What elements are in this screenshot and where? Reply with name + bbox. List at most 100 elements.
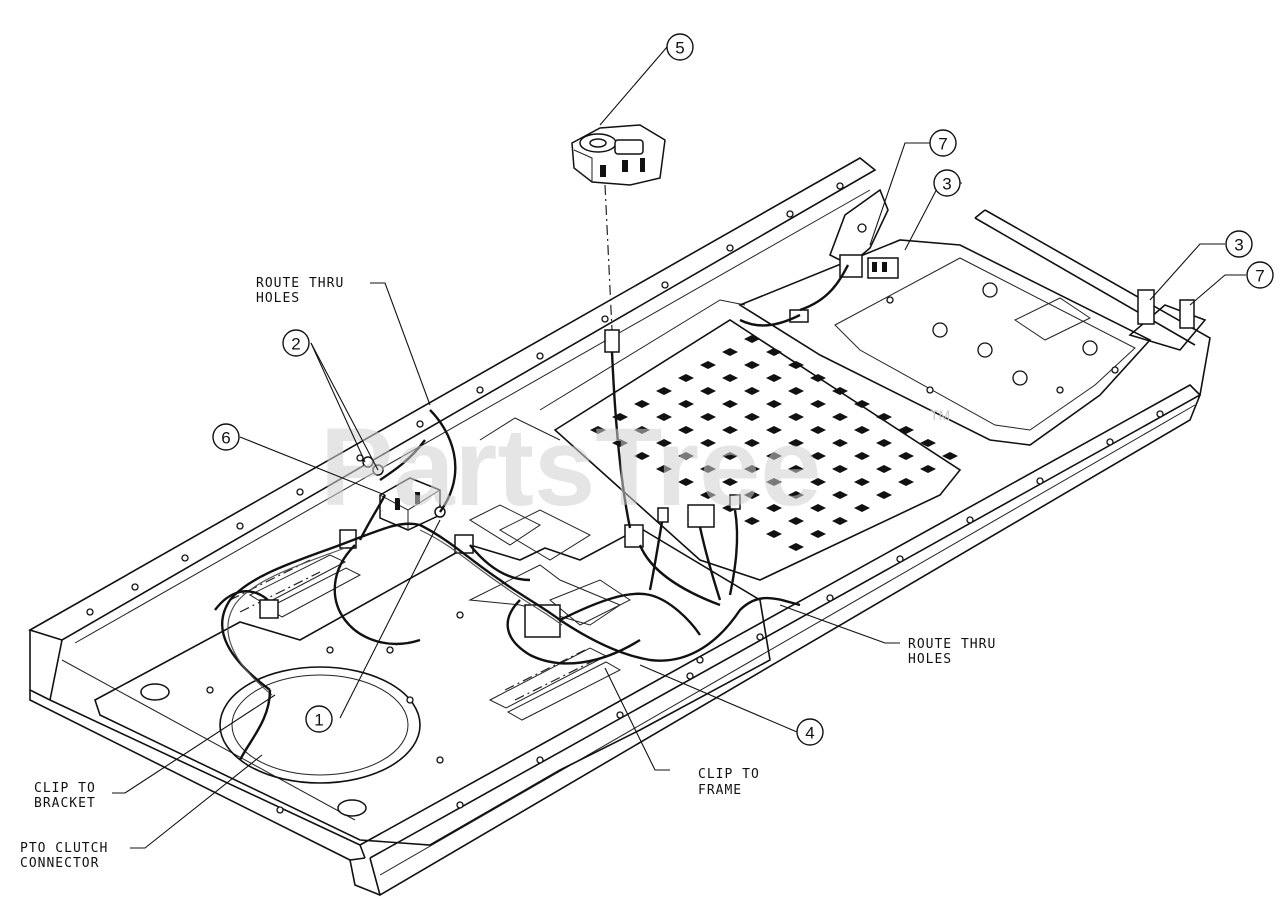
- perforation-hole: [722, 400, 738, 408]
- perforation-hole: [634, 400, 650, 408]
- perforation-hole: [876, 465, 892, 473]
- perforation-hole: [700, 413, 716, 421]
- svg-text:4: 4: [805, 724, 814, 743]
- watermark-tm: TM: [930, 407, 950, 423]
- callout-7a: 7: [929, 129, 957, 157]
- note-line: HOLES: [256, 291, 300, 306]
- ignition-module: [571, 124, 666, 331]
- perforation-hole: [832, 465, 848, 473]
- watermark-text: PartsTree: [320, 406, 821, 529]
- perforation-hole: [876, 413, 892, 421]
- perforation-hole: [832, 491, 848, 499]
- note-line: ROUTE THRU: [256, 276, 344, 291]
- perforation-hole: [634, 426, 650, 434]
- perforation-hole: [722, 452, 738, 460]
- perforation-hole: [832, 413, 848, 421]
- note-line: CLIP TO: [698, 767, 760, 782]
- note-line: CLIP TO: [34, 781, 96, 796]
- perforation-hole: [678, 374, 694, 382]
- callout-3b: 3: [1225, 230, 1253, 258]
- svg-text:6: 6: [221, 429, 230, 448]
- perforation-hole: [898, 452, 914, 460]
- perforation-hole: [722, 478, 738, 486]
- perforation-hole: [700, 387, 716, 395]
- perforation-hole: [766, 530, 782, 538]
- perforation-hole: [810, 504, 826, 512]
- perforation-hole: [810, 374, 826, 382]
- wiring-harness: [214, 264, 850, 761]
- perforation-hole: [854, 426, 870, 434]
- note-clip-to-frame: CLIP TO FRAME: [698, 767, 760, 798]
- perforation-hole: [810, 478, 826, 486]
- perforation-hole: [876, 439, 892, 447]
- perforation-hole: [788, 491, 804, 499]
- perforation-hole: [810, 530, 826, 538]
- note-pto-clutch-connector: PTO CLUTCH CONNECTOR: [20, 841, 108, 871]
- perforation-hole: [612, 439, 628, 447]
- callout-1: 1: [305, 705, 333, 733]
- callout-3a: 3: [933, 169, 961, 197]
- note-line: PTO CLUTCH: [20, 841, 108, 856]
- perforation-hole: [854, 504, 870, 512]
- perforation-hole: [634, 452, 650, 460]
- callout-5: 5: [666, 33, 694, 61]
- note-clip-to-bracket: CLIP TO BRACKET: [34, 781, 96, 811]
- foot-platform: [468, 299, 962, 581]
- perforation-hole: [656, 387, 672, 395]
- perforation-hole: [788, 387, 804, 395]
- perforation-hole: [700, 439, 716, 447]
- perforation-hole: [744, 335, 760, 343]
- perforation-hole: [810, 452, 826, 460]
- perforation-hole: [678, 452, 694, 460]
- perforation-hole: [700, 361, 716, 369]
- perforation-hole: [678, 400, 694, 408]
- callout-2: 2: [282, 329, 310, 357]
- perforation-hole: [810, 400, 826, 408]
- perforation-hole: [590, 426, 606, 434]
- perforation-hole: [942, 452, 958, 460]
- svg-text:3: 3: [1234, 236, 1243, 255]
- watermark: PartsTree TM: [320, 406, 950, 529]
- perforation-hole: [678, 478, 694, 486]
- perforation-hole: [854, 400, 870, 408]
- svg-text:3: 3: [942, 175, 951, 194]
- perforation-hole: [766, 348, 782, 356]
- note-line: HOLES: [908, 652, 952, 667]
- perforation-hole: [788, 361, 804, 369]
- svg-text:7: 7: [1255, 267, 1264, 286]
- perforation-hole: [854, 452, 870, 460]
- perforation-hole: [700, 491, 716, 499]
- perforation-hole: [766, 504, 782, 512]
- note-route-thru-holes-top: ROUTE THRU HOLES: [256, 276, 344, 306]
- svg-text:2: 2: [291, 335, 300, 354]
- leader-lines: [112, 46, 1246, 849]
- perforation-hole: [854, 478, 870, 486]
- note-line: CONNECTOR: [20, 856, 99, 871]
- perforation-hole: [744, 439, 760, 447]
- note-line: FRAME: [698, 783, 742, 798]
- perforation-hole: [656, 439, 672, 447]
- deck-plate: [94, 527, 771, 846]
- perforation-hole: [656, 465, 672, 473]
- perforation-hole: [876, 491, 892, 499]
- perforation-hole: [656, 413, 672, 421]
- svg-text:7: 7: [938, 135, 947, 154]
- perforation-hole: [832, 517, 848, 525]
- perforation-hole: [788, 517, 804, 525]
- perforation-hole: [788, 543, 804, 551]
- callout-6: 6: [212, 423, 240, 451]
- perforation-hole: [744, 413, 760, 421]
- svg-text:5: 5: [675, 39, 684, 58]
- perforation-hole: [744, 491, 760, 499]
- note-line: ROUTE THRU: [908, 637, 996, 652]
- perforation-hole: [898, 478, 914, 486]
- perforation-hole: [766, 374, 782, 382]
- perforation-hole: [678, 426, 694, 434]
- perforation-hole: [700, 465, 716, 473]
- callout-7b: 7: [1246, 261, 1274, 289]
- perforation-hole: [832, 439, 848, 447]
- perforation-hole: [766, 452, 782, 460]
- perforation-hole: [810, 426, 826, 434]
- perforation-hole: [920, 439, 936, 447]
